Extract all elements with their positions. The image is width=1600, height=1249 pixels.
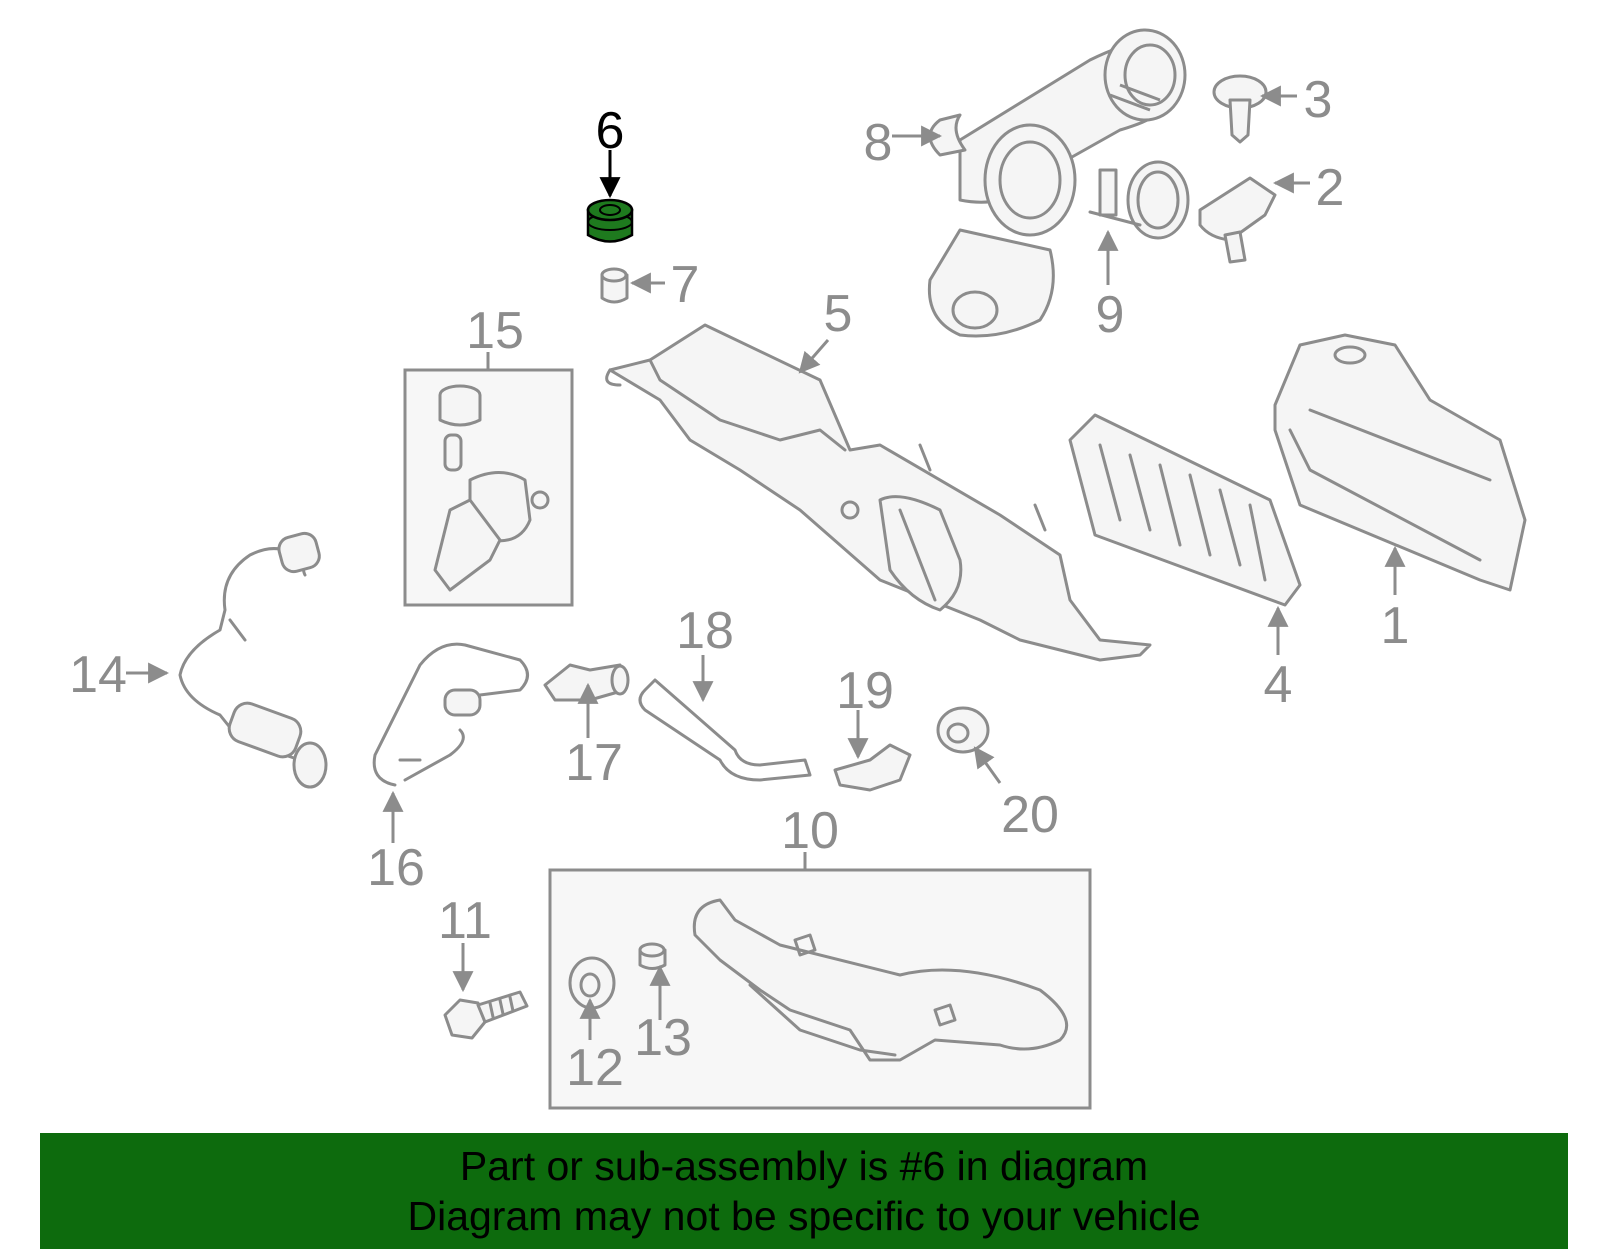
label-2: 2 [1316,159,1345,217]
label-8: 8 [864,114,893,172]
leader-5 [798,339,830,374]
part-2-sensor [1198,176,1277,264]
label-5: 5 [824,285,853,343]
label-4: 4 [1264,656,1293,714]
label-14: 14 [69,646,127,704]
label-15: 15 [466,302,524,360]
label-1: 1 [1381,597,1410,655]
label-19: 19 [836,662,894,720]
part-1-air-box-cover [1273,333,1527,592]
label-13: 13 [634,1009,692,1067]
label-16: 16 [367,839,425,897]
part-6-grommet-highlighted [586,198,634,243]
part-18-hose [638,678,812,782]
label-17: 17 [565,734,623,792]
part-14-hose [178,531,328,789]
banner-line-2: Diagram may not be specific to your vehi… [407,1193,1201,1239]
part-16-hose [372,642,529,787]
label-11: 11 [438,892,492,950]
part-8-intake-duct [927,28,1187,338]
label-12: 12 [566,1039,624,1097]
part-15-box [403,368,574,607]
leader-20 [973,746,1002,784]
label-7: 7 [671,256,700,314]
label-10: 10 [781,802,839,860]
label-9: 9 [1096,286,1125,344]
parts-diagram: 6 7 3 2 8 9 5 15 1 4 14 17 18 19 20 16 1… [69,28,1527,1110]
part-4-air-filter [1068,413,1302,607]
banner-line-1: Part or sub-assembly is #6 in diagram [459,1143,1149,1189]
part-10-box [548,868,1092,1110]
label-3: 3 [1304,71,1333,129]
part-11-bolt [443,990,529,1040]
label-6: 6 [596,102,625,160]
label-20: 20 [1001,786,1059,844]
part-9-clamp [1088,160,1190,240]
part-19-elbow [833,743,912,792]
part-3-screw [1212,74,1268,144]
part-7-collar [600,267,629,304]
part-17-connector [543,663,630,702]
part-5-air-duct [605,323,1152,662]
label-18: 18 [676,602,734,660]
info-banner: Part or sub-assembly is #6 in diagram Di… [40,1133,1568,1249]
part-20-grommet [936,706,990,754]
